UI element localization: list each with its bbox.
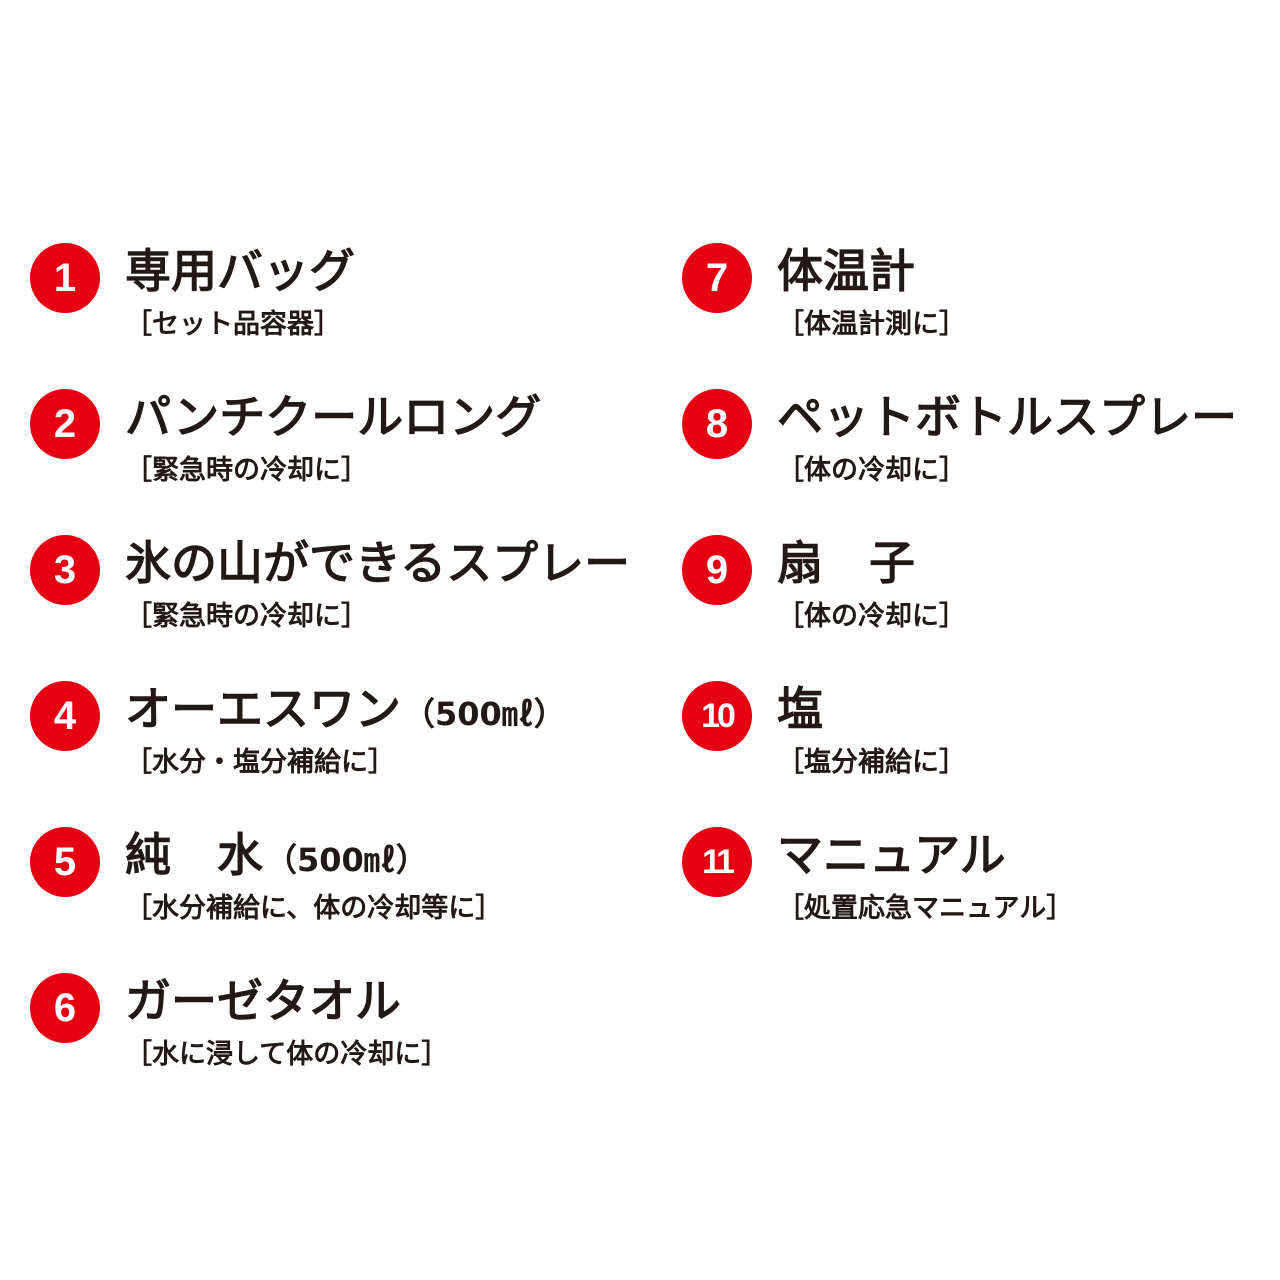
item-note: ［緊急時の冷却に］ bbox=[125, 455, 368, 486]
number-badge: 6 bbox=[30, 973, 100, 1043]
item-name-text: ガーゼタオル bbox=[125, 974, 401, 1028]
number-badge: 10 bbox=[682, 681, 752, 751]
item-name: オーエスワン（500㎖） bbox=[125, 670, 566, 748]
item-note: ［水分・塩分補給に］ bbox=[125, 747, 395, 778]
item-name-text: 体温計 bbox=[777, 244, 915, 298]
item-text: オーエスワン（500㎖） ［水分・塩分補給に］ bbox=[125, 670, 566, 780]
item-text: ガーゼタオル ［水に浸して体の冷却に］ bbox=[125, 962, 448, 1072]
item-name-text: オーエスワン bbox=[125, 682, 401, 736]
item-name-text: 純 水 bbox=[125, 828, 263, 882]
item-text: 純 水（500㎖） ［水分補給に、体の冷却等に］ bbox=[125, 816, 502, 926]
item-name-text: パンチクールロング bbox=[125, 390, 542, 444]
number-badge: 8 bbox=[682, 389, 752, 459]
item-name-text: マニュアル bbox=[777, 828, 1006, 882]
item-name: ペットボトルスプレー bbox=[777, 378, 1237, 456]
number-badge: 9 bbox=[682, 535, 752, 605]
item-note: ［体温計測に］ bbox=[777, 309, 966, 340]
item-note: ［体の冷却に］ bbox=[777, 455, 966, 486]
item-name: 専用バッグ bbox=[125, 232, 355, 310]
item-name: 体温計 bbox=[777, 232, 966, 310]
number-badge: 11 bbox=[682, 827, 752, 897]
number-badge: 1 bbox=[30, 243, 100, 313]
item-note: ［緊急時の冷却に］ bbox=[125, 601, 368, 632]
item-text: 専用バッグ ［セット品容器］ bbox=[125, 232, 355, 342]
item-name-text: 氷の山ができるスプレー bbox=[125, 536, 631, 590]
item-text: 体温計 ［体温計測に］ bbox=[777, 232, 966, 342]
item-text: 塩 ［塩分補給に］ bbox=[777, 670, 966, 780]
item-name: 氷の山ができるスプレー bbox=[125, 524, 630, 602]
item-name: マニュアル bbox=[777, 816, 1073, 894]
item-name-text: 塩 bbox=[777, 682, 823, 736]
item-name-text: 専用バッグ bbox=[125, 244, 355, 298]
item-quantity: （500㎖） bbox=[403, 695, 566, 733]
item-name: 扇 子 bbox=[777, 524, 966, 602]
item-text: ペットボトルスプレー ［体の冷却に］ bbox=[777, 378, 1237, 488]
number-badge: 4 bbox=[30, 681, 100, 751]
item-name-text: ペットボトルスプレー bbox=[777, 390, 1237, 444]
item-note: ［体の冷却に］ bbox=[777, 601, 966, 632]
item-text: マニュアル ［処置応急マニュアル］ bbox=[777, 816, 1073, 926]
item-name: 塩 bbox=[777, 670, 966, 748]
item-name: パンチクールロング bbox=[125, 378, 541, 456]
item-text: 氷の山ができるスプレー ［緊急時の冷却に］ bbox=[125, 524, 630, 634]
item-note: ［セット品容器］ bbox=[125, 309, 341, 340]
item-quantity: （500㎖） bbox=[265, 841, 428, 879]
item-note: ［水分補給に、体の冷却等に］ bbox=[125, 893, 503, 924]
number-badge: 2 bbox=[30, 389, 100, 459]
item-note: ［塩分補給に］ bbox=[777, 747, 966, 778]
item-name: ガーゼタオル bbox=[125, 962, 448, 1040]
item-text: パンチクールロング ［緊急時の冷却に］ bbox=[125, 378, 541, 488]
item-note: ［処置応急マニュアル］ bbox=[777, 893, 1074, 924]
number-badge: 3 bbox=[30, 535, 100, 605]
item-note: ［水に浸して体の冷却に］ bbox=[125, 1039, 449, 1070]
number-badge: 5 bbox=[30, 827, 100, 897]
item-name: 純 水（500㎖） bbox=[125, 816, 502, 894]
item-name-text: 扇 子 bbox=[777, 536, 915, 590]
item-text: 扇 子 ［体の冷却に］ bbox=[777, 524, 966, 634]
number-badge: 7 bbox=[682, 243, 752, 313]
